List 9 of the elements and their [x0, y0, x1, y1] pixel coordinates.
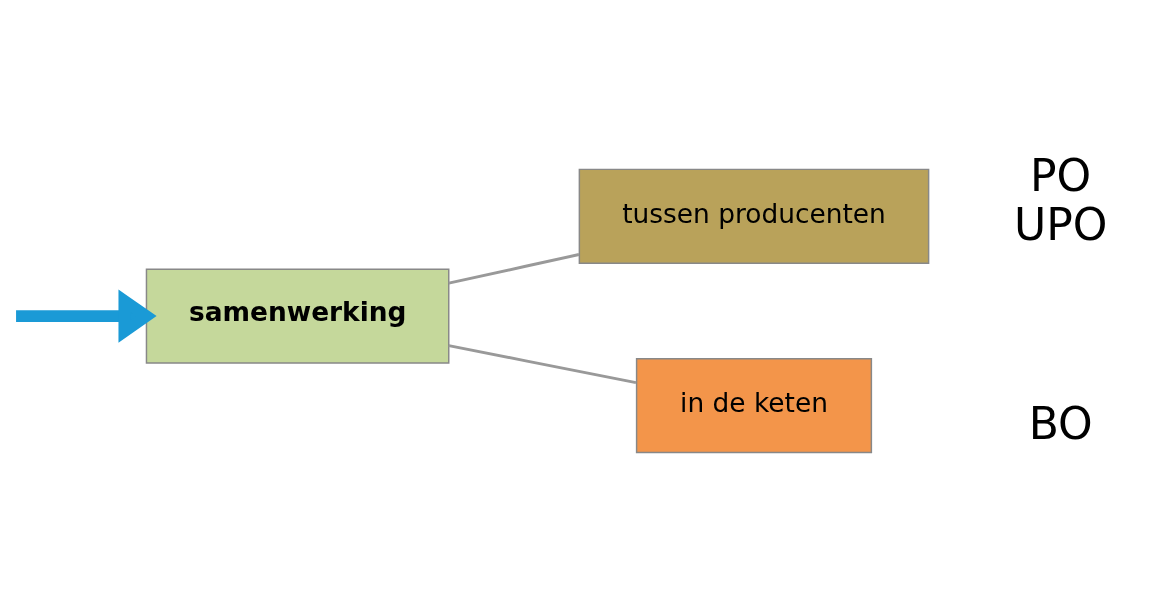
node-label: BO — [1028, 397, 1093, 449]
node-box: tussen producenten — [578, 168, 930, 264]
arrow — [16, 288, 157, 343]
node-box: samenwerking — [145, 267, 450, 364]
node-label: UPO — [1013, 198, 1108, 250]
connector — [448, 343, 637, 384]
node-box: in de keten — [635, 357, 873, 453]
connector — [448, 252, 580, 285]
node-label: PO — [1030, 149, 1092, 201]
